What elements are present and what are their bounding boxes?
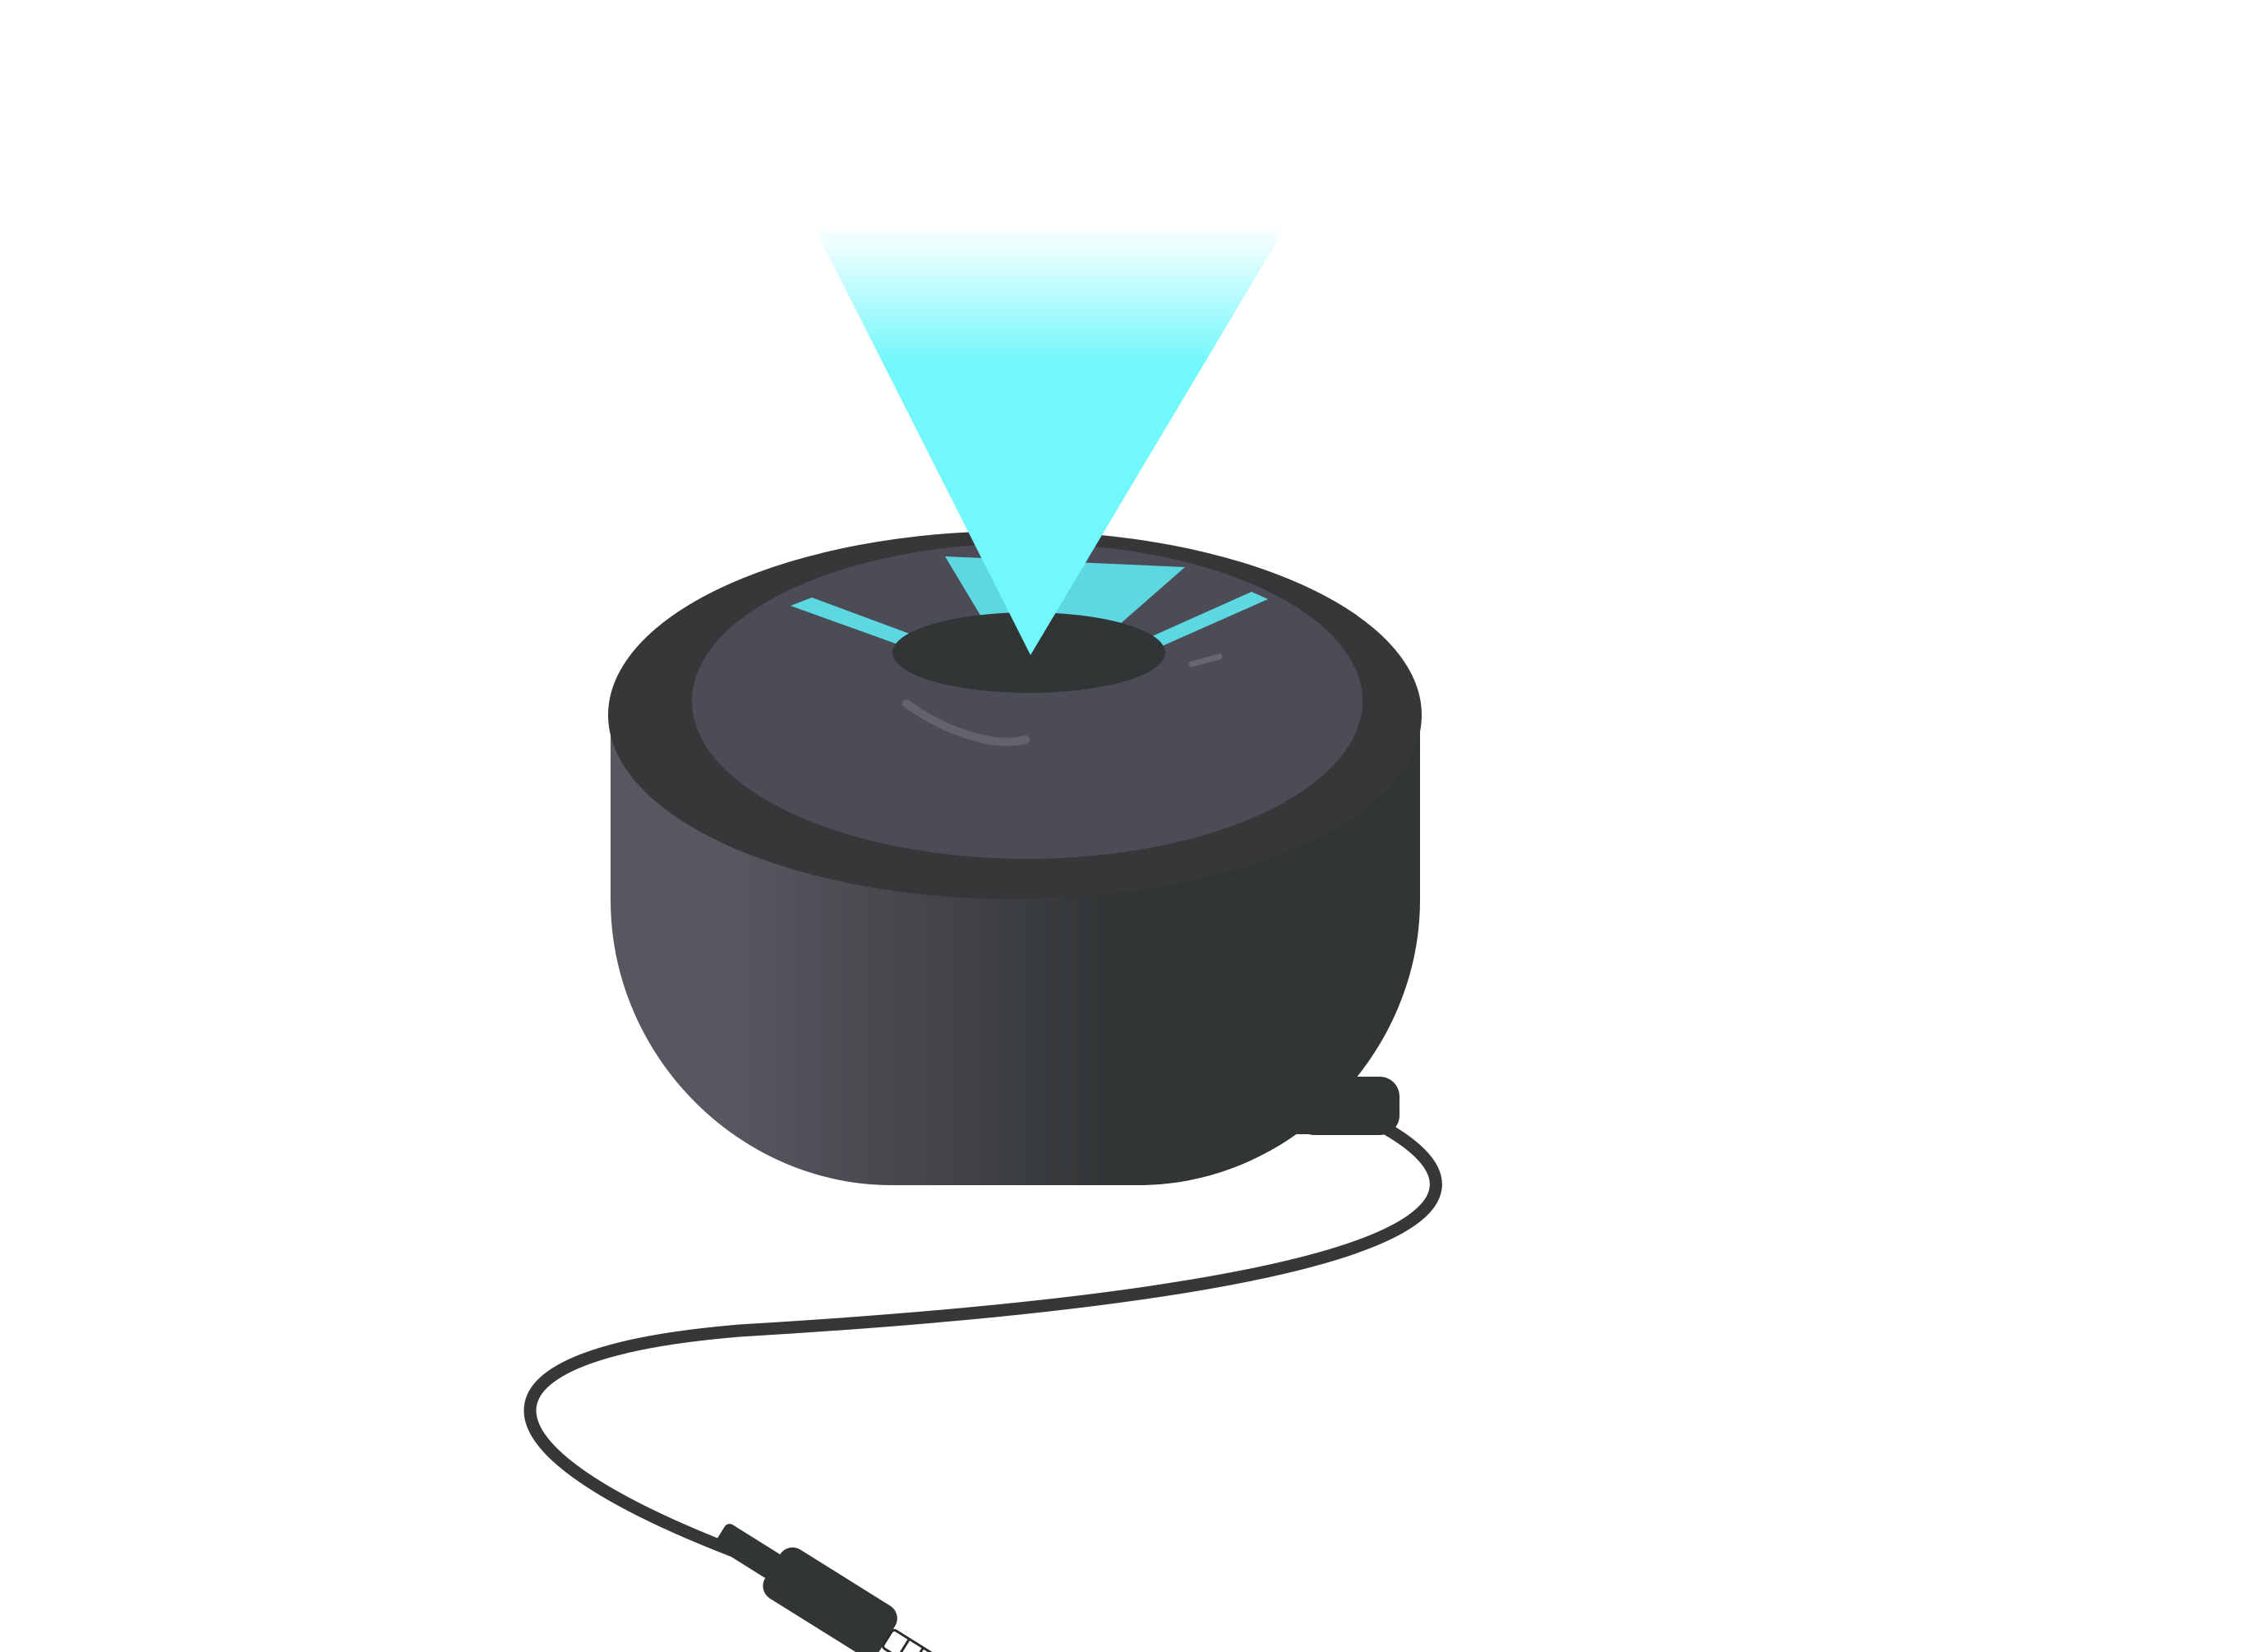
top-highlight-dash [1188,653,1223,667]
aux-plug [715,1524,949,1652]
center-hub [892,612,1165,693]
light-ring-segment-right [1150,592,1268,647]
cable-port-collar [1266,1093,1331,1134]
aux-plug-strain-relief [715,1524,782,1579]
light-ring-segment-left [791,598,914,646]
aux-plug-tip [882,1629,949,1652]
aux-plug-handle [763,1547,897,1652]
top-highlight-curve [902,699,1030,746]
light-beam [814,226,1286,655]
aux-cable [523,1084,1442,1560]
